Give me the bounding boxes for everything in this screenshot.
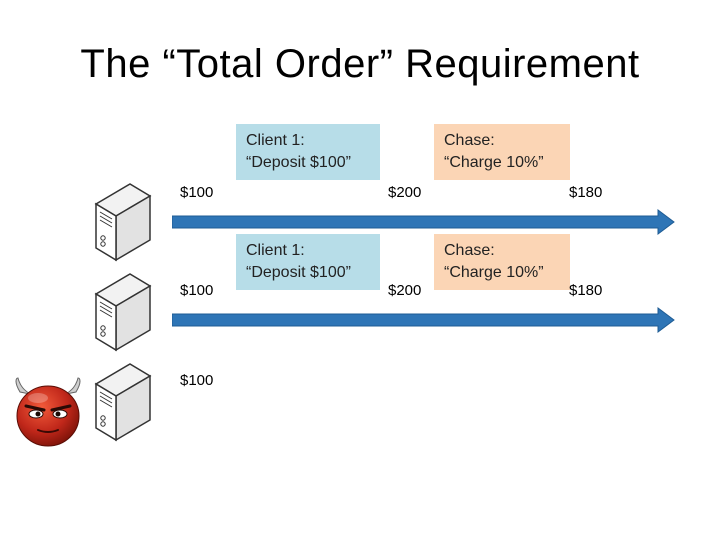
devil-face-icon: [15, 377, 81, 447]
client-operation: “Deposit $100”: [246, 264, 351, 281]
server-icon: [94, 273, 152, 352]
slide-title: The “Total Order” Requirement: [80, 42, 640, 86]
row2-end-value: $180: [569, 282, 603, 299]
chase-charge-box-row2: Chase: “Charge 10%”: [434, 234, 570, 290]
chase-label: Chase:: [444, 242, 495, 259]
row2-mid-value: $200: [388, 282, 422, 299]
chase-operation: “Charge 10%”: [444, 264, 544, 281]
row1-end-value: $180: [569, 184, 603, 201]
timeline-arrow-row1: [172, 209, 675, 235]
row3-start-value: $100: [180, 372, 214, 389]
client-operation: “Deposit $100”: [246, 154, 351, 171]
client-deposit-box-row2: Client 1: “Deposit $100”: [236, 234, 380, 290]
client-deposit-box-row1: Client 1: “Deposit $100”: [236, 124, 380, 180]
client-label: Client 1:: [246, 242, 305, 259]
row1-mid-value: $200: [388, 184, 422, 201]
server-icon: [94, 183, 152, 262]
row1-start-value: $100: [180, 184, 214, 201]
server-icon: [94, 363, 152, 442]
chase-operation: “Charge 10%”: [444, 154, 544, 171]
client-label: Client 1:: [246, 132, 305, 149]
chase-label: Chase:: [444, 132, 495, 149]
chase-charge-box-row1: Chase: “Charge 10%”: [434, 124, 570, 180]
timeline-arrow-row2: [172, 307, 675, 333]
row2-start-value: $100: [180, 282, 214, 299]
